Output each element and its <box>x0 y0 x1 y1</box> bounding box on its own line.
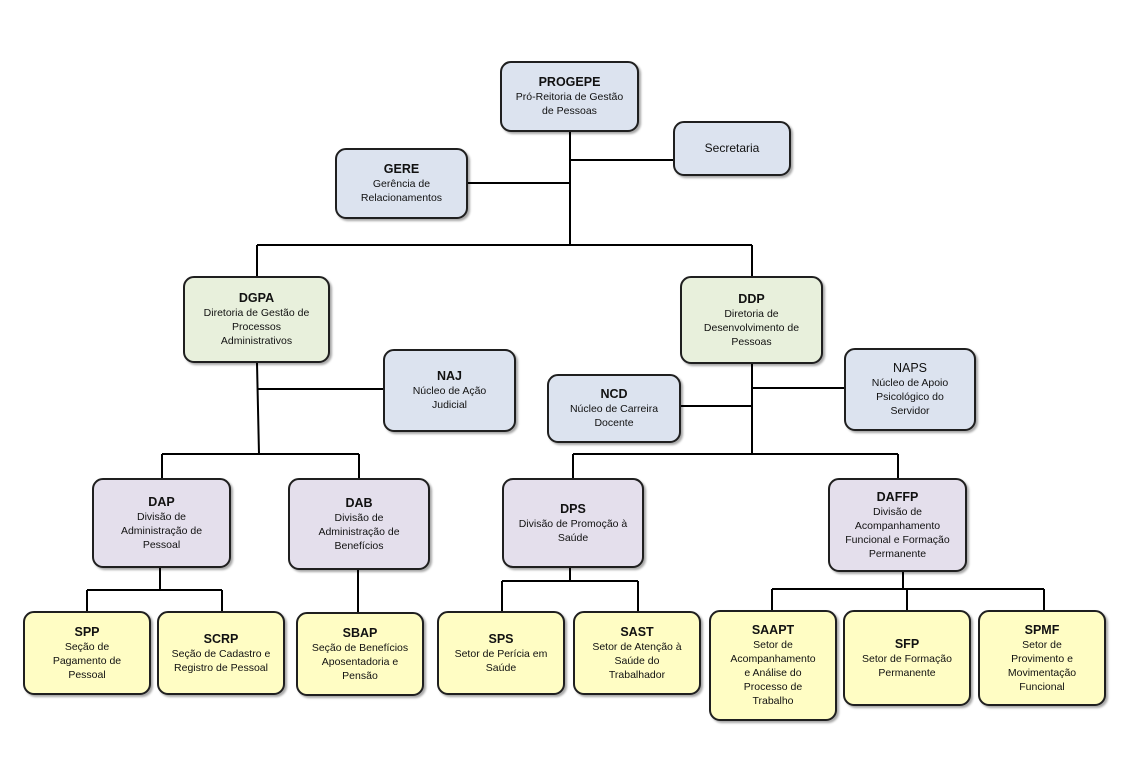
node-title: Secretaria <box>704 141 760 155</box>
node-gere: GERE Gerência de Relacionamentos <box>335 148 468 219</box>
node-sbap: SBAP Seção de Benefícios Aposentadoria e… <box>296 612 424 696</box>
node-title: NAJ <box>436 369 462 383</box>
node-progepe: PROGEPE Pró-Reitoria de Gestão de Pessoa… <box>500 61 639 132</box>
node-title: DAP <box>148 494 175 509</box>
node-dgpa: DGPA Diretoria de Gestão de Processos Ad… <box>183 276 330 363</box>
node-description: Divisão de Promoção à Saúde <box>518 517 628 544</box>
node-dap: DAP Divisão de Administração de Pessoal <box>92 478 231 568</box>
node-secretaria: Secretaria <box>673 121 791 176</box>
node-description: Divisão de Administração de Benefícios <box>318 511 400 552</box>
node-description: Setor de Perícia em Saúde <box>454 647 548 674</box>
node-daffp: DAFFP Divisão de Acompanhamento Funciona… <box>828 478 967 572</box>
node-naj: NAJ Núcleo de Ação Judicial <box>383 349 516 432</box>
node-title: SPMF <box>1024 622 1060 637</box>
node-title: DAB <box>345 495 373 510</box>
node-title: SBAP <box>342 625 378 640</box>
node-title: SAAPT <box>751 623 795 637</box>
node-title: DGPA <box>238 291 275 305</box>
node-title: NCD <box>600 387 628 401</box>
node-title: DPS <box>560 501 586 516</box>
node-dab: DAB Divisão de Administração de Benefíci… <box>288 478 430 570</box>
node-dps: DPS Divisão de Promoção à Saúde <box>502 478 644 568</box>
node-spmf: SPMF Setor de Provimento e Movimentação … <box>978 610 1106 706</box>
node-scrp: SCRP Seção de Cadastro e Registro de Pes… <box>157 611 285 695</box>
node-naps: NAPS Núcleo de Apoio Psicológico do Serv… <box>844 348 976 431</box>
node-description: Diretoria de Desenvolvimento de Pessoas <box>703 307 800 348</box>
node-description: Núcleo de Apoio Psicológico do Servidor <box>871 377 949 417</box>
connector <box>256 362 260 455</box>
node-title: DDP <box>738 291 765 306</box>
node-description: Pró-Reitoria de Gestão de Pessoas <box>515 91 624 117</box>
node-description: Divisão de Acompanhamento Funcional e Fo… <box>845 505 950 560</box>
node-ncd: NCD Núcleo de Carreira Docente <box>547 374 681 443</box>
node-description: Núcleo de Ação Judicial <box>412 385 487 411</box>
node-description: Divisão de Administração de Pessoal <box>120 510 203 551</box>
node-description: Seção de Cadastro e Registro de Pessoal <box>171 647 271 674</box>
node-title: SAST <box>620 624 654 639</box>
node-title: DAFFP <box>876 489 919 504</box>
node-saapt: SAAPT Setor de Acompanhamento e Análise … <box>709 610 837 721</box>
node-title: GERE <box>383 162 420 176</box>
node-ddp: DDP Diretoria de Desenvolvimento de Pess… <box>680 276 823 364</box>
node-sps: SPS Setor de Perícia em Saúde <box>437 611 565 695</box>
node-title: SCRP <box>203 631 239 646</box>
node-title: SPS <box>488 631 514 646</box>
node-sfp: SFP Setor de Formação Permanente <box>843 610 971 706</box>
node-title: PROGEPE <box>538 75 601 89</box>
node-description: Setor de Formação Permanente <box>862 652 952 679</box>
node-sast: SAST Setor de Atenção à Saúde do Trabalh… <box>573 611 701 695</box>
node-description: Gerência de Relacionamentos <box>360 178 443 204</box>
node-description: Seção de Benefícios Aposentadoria e Pens… <box>311 641 409 682</box>
node-title: SFP <box>894 636 920 651</box>
node-description: Seção de Pagamento de Pessoal <box>52 640 122 681</box>
node-title: SPP <box>74 624 100 639</box>
node-description: Setor de Atenção à Saúde do Trabalhador <box>592 640 682 681</box>
node-spp: SPP Seção de Pagamento de Pessoal <box>23 611 151 695</box>
node-title: NAPS <box>892 361 928 375</box>
node-description: Setor de Provimento e Movimentação Funci… <box>1007 638 1077 693</box>
node-description: Setor de Acompanhamento e Análise do Pro… <box>730 639 816 707</box>
node-description: Diretoria de Gestão de Processos Adminis… <box>203 307 310 347</box>
node-description: Núcleo de Carreira Docente <box>569 403 659 429</box>
